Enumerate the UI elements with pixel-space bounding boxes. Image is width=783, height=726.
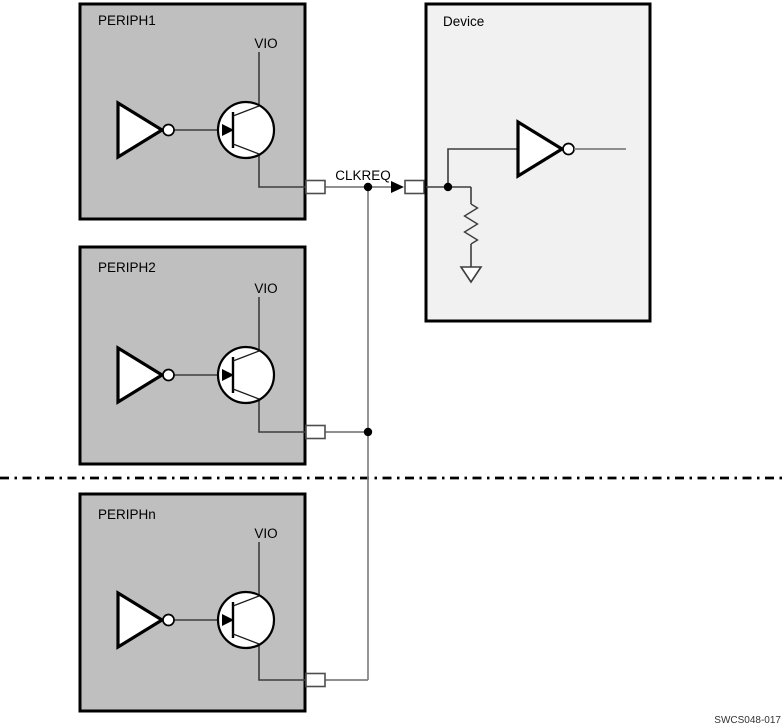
junction-dot-periph1 [363,182,373,192]
figure-code: SWCS048-017 [714,715,781,726]
device-label: Device [443,14,484,29]
periph1-output-wire [258,154,306,188]
device-inverter-bubble [562,142,575,156]
periphn-transistor-collector-lead [232,595,260,607]
periph2-transistor-emitter-lead [232,388,260,400]
periph1-base-arrowhead [222,124,234,136]
device-junction-dot [443,182,453,192]
periphn-output-wire [258,644,306,681]
periph2-label: PERIPH2 [98,260,156,275]
clkreq-arrowhead [391,181,404,193]
periph2-inverter-bubble [162,368,175,382]
device-inverter-gate [516,119,566,179]
device-group: Device [424,2,652,323]
periphn-label: PERIPHn [98,507,156,522]
periph1-vio-label: VIO [254,36,277,51]
periphn-pad-connector [305,672,326,688]
device-buffer-input-wire [447,148,517,187]
periph2-base-arrowhead [222,369,234,381]
periphn-vio-label: VIO [254,526,277,541]
periph1-transistor-collector-lead [232,105,260,117]
periphn-inverter-gate [116,590,166,650]
periph2-vio-label: VIO [254,281,277,296]
periph1-transistor-emitter-lead [232,143,260,155]
periph1-label: PERIPH1 [98,13,156,28]
periph1-pad-connector [305,179,326,195]
periph1-inverter-bubble [162,123,175,137]
periphn-transistor-emitter-lead [232,633,260,645]
periphn-inverter-bubble [162,613,175,627]
junction-dot-periph2 [363,427,373,437]
periph2-inverter-gate [116,345,166,405]
periphn-base-arrowhead [222,614,234,626]
clkreq-net-group: CLKREQ [325,168,425,681]
pulldown-resistor [463,203,479,245]
periphn-group: PERIPHn VIO [78,492,326,713]
periph1-group: PERIPH1 VIO [78,2,326,221]
clkreq-label: CLKREQ [335,168,391,183]
device-pad-connector [404,179,425,195]
periph1-inverter-gate [116,100,166,160]
ground-symbol [459,266,483,284]
periph2-pad-connector [305,424,326,440]
periph2-transistor-collector-lead [232,350,260,362]
periph2-group: PERIPH2 VIO [78,245,326,466]
periph2-output-wire [258,399,306,433]
